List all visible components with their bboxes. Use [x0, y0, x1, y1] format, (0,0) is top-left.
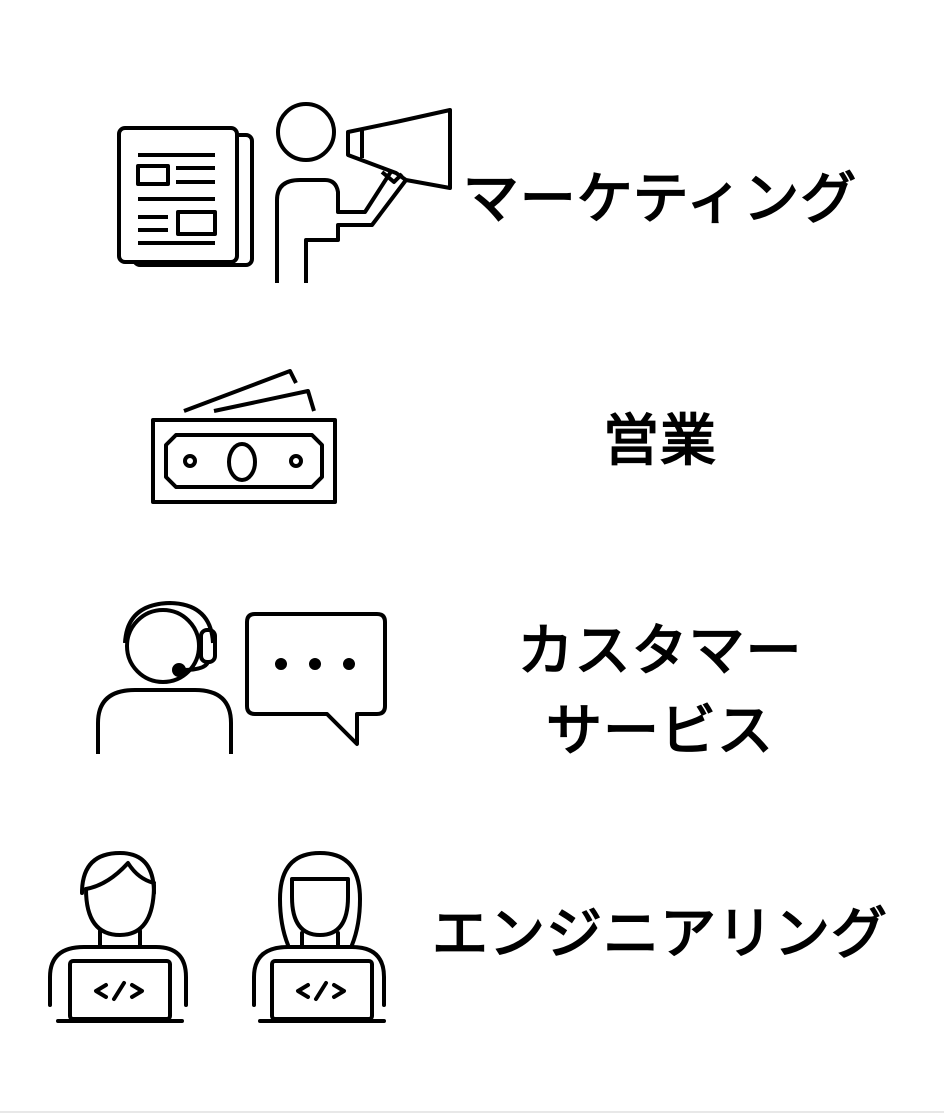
label-engineering: エンジニアリング: [432, 902, 888, 967]
label-customer-service-line1: カスタマー: [517, 619, 803, 684]
label-sales: 営業: [603, 409, 717, 474]
developers-laptop-icon: [44, 845, 389, 1030]
bottom-divider: [0, 1111, 944, 1113]
label-marketing: マーケティング: [462, 167, 858, 232]
banknotes-icon: [148, 365, 343, 510]
newspaper-megaphone-icon: [110, 100, 460, 290]
headset-chat-icon: [95, 598, 395, 758]
label-customer-service-line2: サービス: [546, 699, 774, 764]
